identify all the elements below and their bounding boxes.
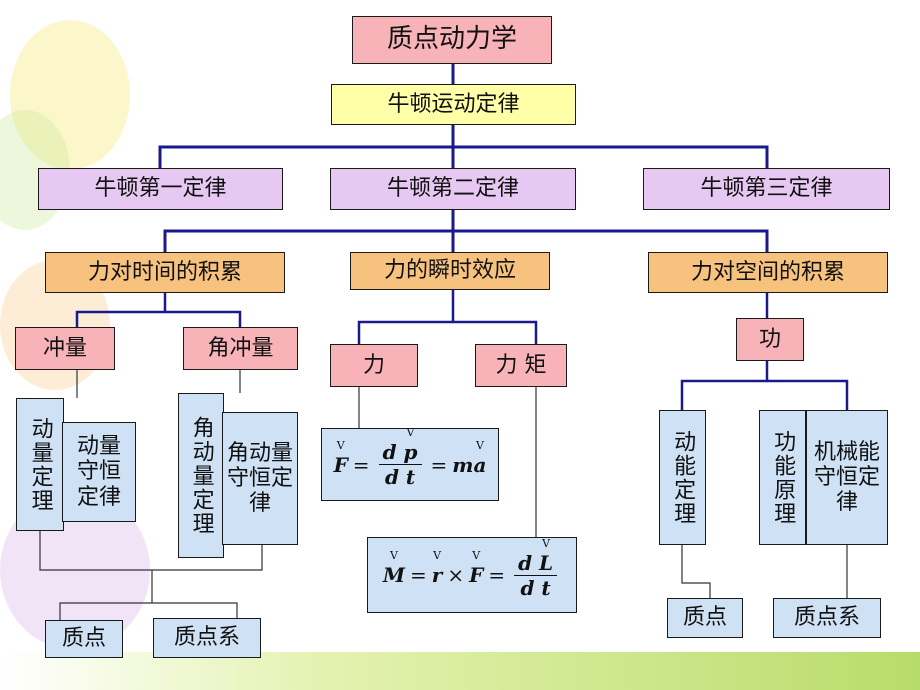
box-momentum-theorem: 动量定理 xyxy=(16,398,64,531)
box-angular-momentum-theorem: 角动量定理 xyxy=(178,393,224,558)
box-momentum-conservation: 动量守恒定律 xyxy=(62,422,136,522)
box-newton-laws: 牛顿运动定律 xyxy=(331,84,576,125)
momentum-conservation-text: 动量守恒定律 xyxy=(76,434,121,510)
box-time-particle-system: 质点系 xyxy=(153,618,261,658)
box-newton-third-law: 牛顿第三定律 xyxy=(643,168,890,210)
formula-torque-law: M=r×F= d Ld t xyxy=(367,537,577,613)
box-mechanical-energy-conservation: 机械能守恒定律 xyxy=(806,410,888,545)
mechanical-energy-conservation-text: 机械能守恒定律 xyxy=(813,439,880,516)
angular-momentum-conservation-text: 角动量守恒定律 xyxy=(227,440,294,517)
box-newton-first-law: 牛顿第一定律 xyxy=(38,168,283,210)
box-space-particle: 质点 xyxy=(667,598,743,638)
box-work-energy-principle: 功能原理 xyxy=(759,410,806,545)
decor-balloon-yellow xyxy=(10,20,130,170)
decor-bottom-stripe xyxy=(0,652,920,690)
box-force-space-accumulation: 力对空间的积累 xyxy=(648,252,888,293)
box-newton-second-law: 牛顿第二定律 xyxy=(330,168,576,210)
box-force-instant-effect: 力的瞬时效应 xyxy=(350,252,550,290)
formula-newton-second-law: F= d pd t =ma xyxy=(321,428,499,501)
root-box-particle-dynamics: 质点动力学 xyxy=(352,16,552,64)
box-angular-impulse: 角冲量 xyxy=(183,327,298,370)
box-kinetic-energy-theorem: 动能定理 xyxy=(659,410,706,545)
box-angular-momentum-conservation: 角动量守恒定律 xyxy=(222,412,298,545)
box-space-particle-system: 质点系 xyxy=(773,598,881,638)
box-force: 力 xyxy=(330,344,418,387)
box-force-time-accumulation: 力对时间的积累 xyxy=(45,252,285,293)
box-work: 功 xyxy=(736,318,804,361)
box-time-particle: 质点 xyxy=(45,620,123,658)
box-torque: 力 矩 xyxy=(475,344,567,387)
box-impulse: 冲量 xyxy=(15,327,115,370)
